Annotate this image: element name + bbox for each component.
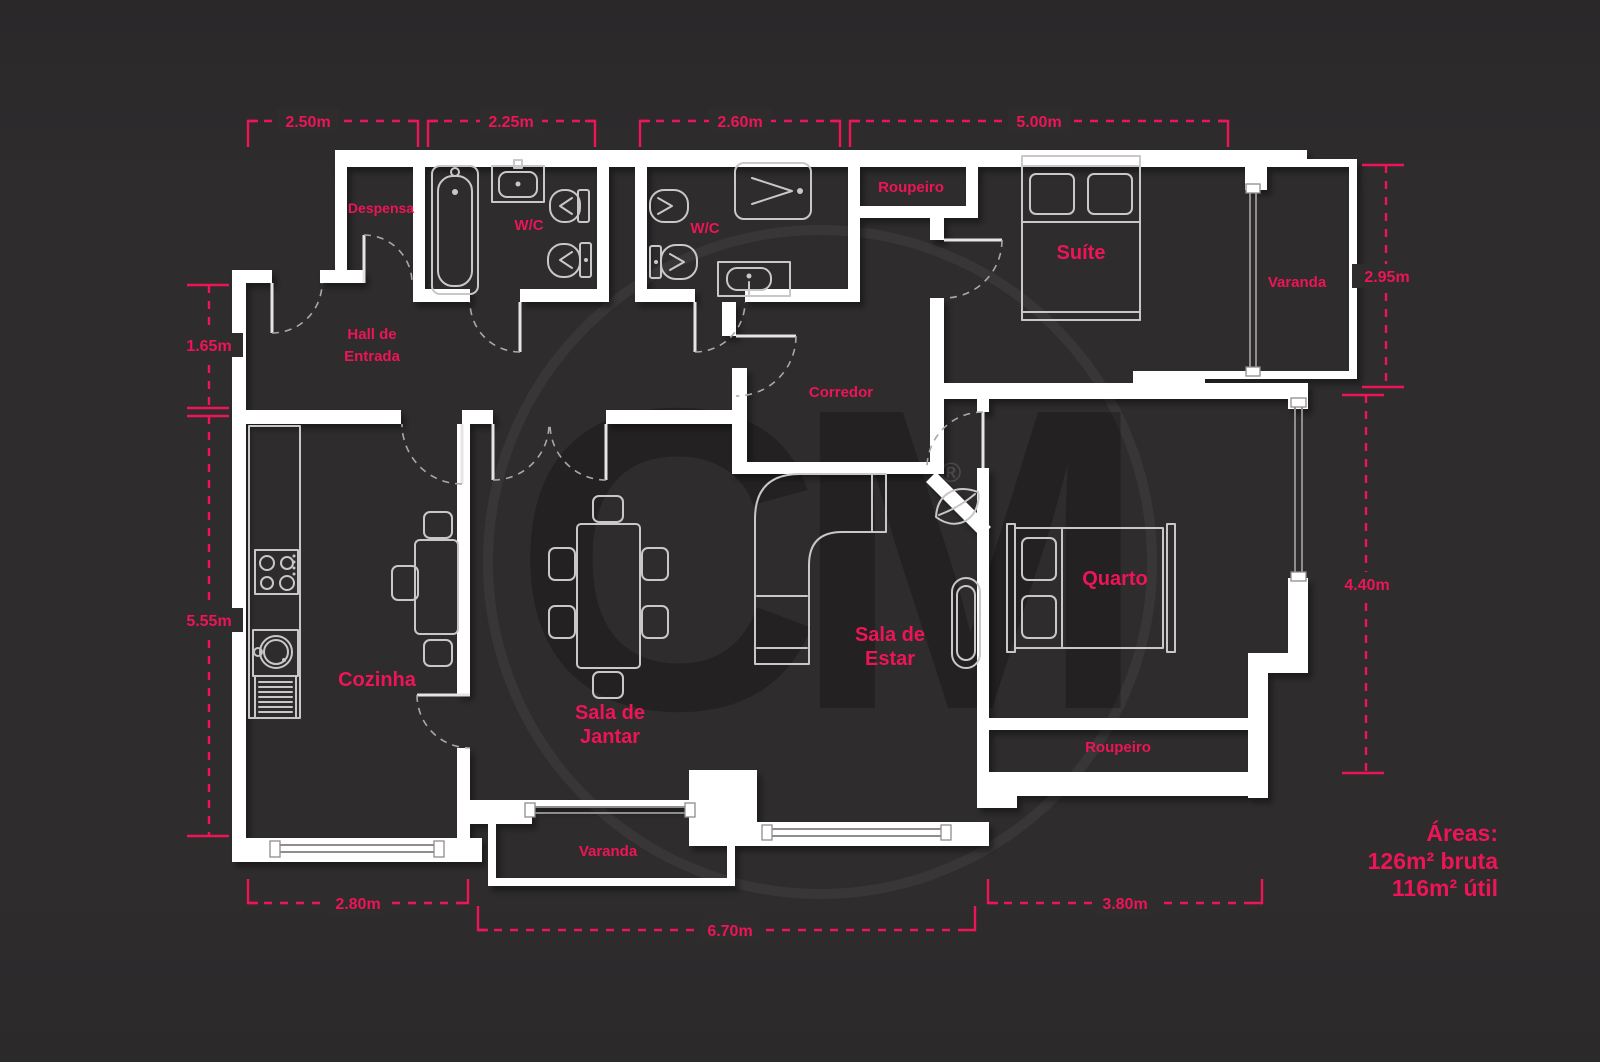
dimension-right-1: 2.95m [1352, 163, 1422, 389]
areas-block: Áreas: 126m² bruta 116m² útil [1368, 819, 1499, 901]
sink-icon [491, 159, 545, 203]
kitchen-door [401, 423, 464, 485]
room-label-roupeiro-top: Roupeiro [878, 179, 944, 196]
room-label-jantar-1: Sala de [575, 702, 645, 724]
dimension-top-1: 2.50m [246, 109, 420, 147]
registered-icon: ® [941, 457, 962, 488]
stove-icon [254, 549, 299, 595]
toilet-icon [547, 242, 592, 278]
room-label-varanda-suite: Varanda [1268, 274, 1327, 291]
svg-text:3.80m: 3.80m [1102, 896, 1147, 913]
room-label-wc1: W/C [514, 217, 543, 234]
despensa-door [362, 234, 413, 284]
balcony-rail [488, 800, 735, 886]
svg-text:4.40m: 4.40m [1344, 577, 1389, 594]
svg-text:6.70m: 6.70m [707, 923, 752, 940]
svg-text:2.50m: 2.50m [285, 114, 330, 131]
room-label-suite: Suíte [1057, 242, 1106, 264]
room-label-corredor: Corredor [809, 384, 873, 401]
watermark-circle [483, 225, 1157, 899]
kitchen-divider-door [416, 693, 471, 749]
dish-drainer-icon [254, 675, 297, 719]
suite-door [943, 238, 1003, 299]
dimension-bottom-3: 3.80m [986, 879, 1264, 915]
toilet-icon [649, 244, 698, 280]
room-label-hall-1: Hall de [347, 326, 396, 343]
windows [269, 183, 1307, 858]
kitchen-counter [248, 425, 301, 719]
double-bed-icon [1006, 523, 1176, 653]
furniture [248, 155, 1176, 719]
svg-text:2.80m: 2.80m [335, 896, 380, 913]
svg-text:5.55m: 5.55m [186, 613, 231, 630]
room-label-varanda-bottom: Varanda [579, 843, 638, 860]
dimension-bottom-1: 2.80m [246, 879, 470, 915]
quarto-door [926, 411, 985, 469]
chamfer-wall [926, 472, 991, 537]
dimension-right-2: 4.40m [1332, 393, 1402, 775]
room-label-despensa: Despensa [348, 200, 414, 216]
double-bed-icon [1021, 155, 1141, 321]
doors [270, 234, 1003, 749]
wc2-door [693, 301, 746, 353]
room-label-hall-2: Entrada [344, 348, 401, 365]
bidet-icon [649, 189, 689, 223]
svg-text:1.65m: 1.65m [186, 338, 231, 355]
kitchen-sink-icon [252, 629, 299, 677]
room-label-estar-1: Sala de [855, 624, 925, 646]
dimension-bottom-2: 6.70m [476, 906, 977, 942]
room-label-roupeiro-bottom: Roupeiro [1085, 739, 1151, 756]
svg-text:2.95m: 2.95m [1364, 269, 1409, 286]
svg-text:2.25m: 2.25m [488, 114, 533, 131]
room-label-cozinha: Cozinha [338, 669, 417, 691]
svg-text:2.60m: 2.60m [717, 114, 762, 131]
double-door-right [549, 423, 608, 481]
areas-gross: 126m² bruta [1368, 848, 1499, 874]
sink-icon [717, 261, 791, 297]
dining-table-icon [548, 495, 669, 699]
corridor-door [735, 334, 797, 397]
dimension-left-2: 5.55m [175, 414, 243, 838]
front-door [270, 282, 323, 334]
floor-lamp-icon [951, 577, 981, 669]
room-label-wc2: W/C [690, 220, 719, 237]
leaf-icon [935, 488, 980, 525]
room-label-quarto: Quarto [1082, 568, 1148, 590]
areas-net: 116m² útil [1392, 875, 1498, 901]
room-label-jantar-2: Jantar [580, 726, 640, 748]
areas-title: Áreas: [1426, 819, 1498, 846]
kitchen-table-icon [391, 511, 459, 667]
double-door-left [491, 423, 550, 481]
dimension-left-1: 1.65m [175, 283, 243, 410]
room-label-estar-2: Estar [865, 648, 915, 670]
sofa-icon [754, 473, 887, 665]
toilet-icon [549, 189, 590, 223]
shower-icon [734, 162, 812, 220]
room-labels: Despensa W/C W/C Roupeiro Suíte Varanda … [338, 179, 1327, 860]
dimension-top-2: 2.25m [426, 109, 597, 147]
wc1-door [469, 301, 522, 353]
dimensions: 2.50m 2.25m 2.60m 5.00m [175, 109, 1422, 942]
svg-text:5.00m: 5.00m [1016, 114, 1061, 131]
dimension-top-4: 5.00m [848, 109, 1230, 147]
bathtub-icon [431, 165, 479, 295]
dimension-top-3: 2.60m [638, 109, 842, 147]
